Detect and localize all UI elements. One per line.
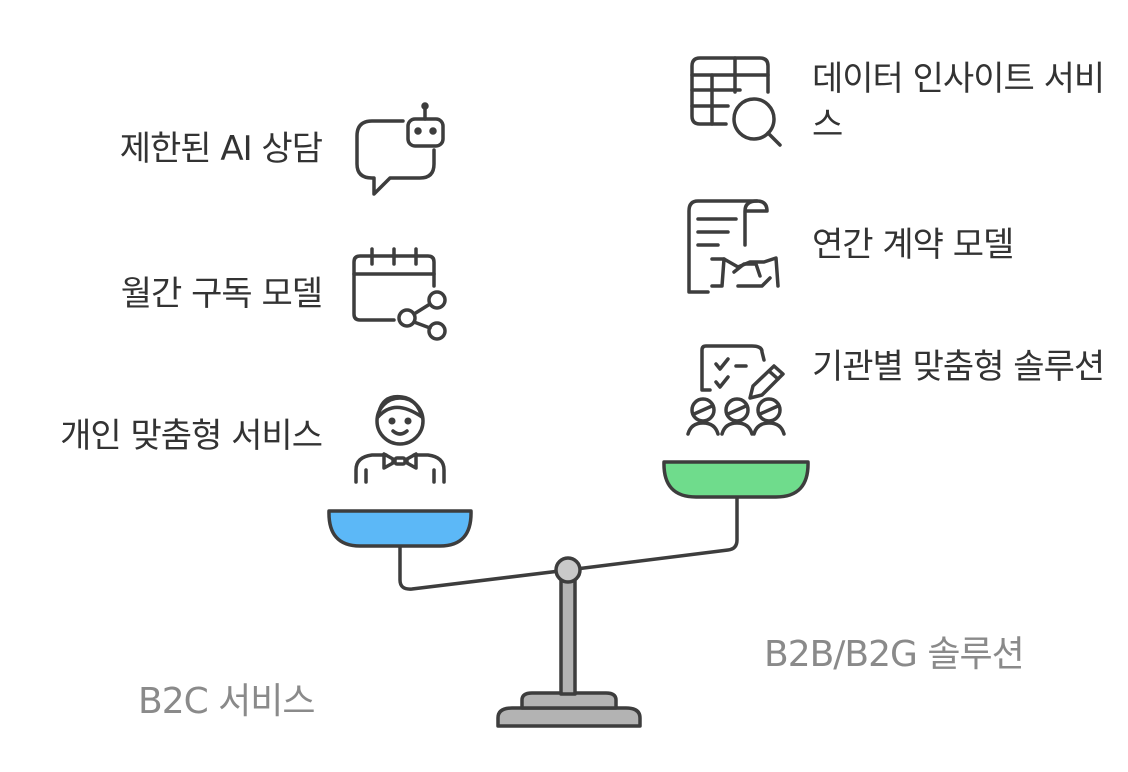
scale-pivot xyxy=(554,556,582,584)
caption-b2c: B2C 서비스 xyxy=(138,681,316,722)
caption-b2b-b2g: B2B/B2G 솔루션 xyxy=(764,634,1025,675)
scale-post xyxy=(559,570,577,696)
scale-base xyxy=(496,706,642,728)
label-personal-custom-service: 개인 맞춤형 서비스 xyxy=(60,416,323,456)
label-annual-contract: 연간 계약 모델 xyxy=(812,225,1014,265)
label-monthly-subscription: 월간 구독 모델 xyxy=(120,274,323,314)
label-data-insight-service: 데이터 인사이트 서비스 xyxy=(812,59,1105,145)
left-pan xyxy=(327,509,473,548)
robot-chat-icon xyxy=(355,102,445,196)
scale-base-step xyxy=(520,691,618,710)
balance-scale xyxy=(327,460,810,728)
contract-handshake-icon xyxy=(687,199,780,294)
label-institution-custom-solution: 기관별 맞춤형 솔루션 xyxy=(812,347,1105,387)
table-search-icon xyxy=(690,56,782,147)
waiter-person-icon xyxy=(354,394,446,484)
calendar-share-icon xyxy=(352,247,447,341)
right-pan xyxy=(662,460,810,499)
label-limited-ai-consult: 제한된 AI 상담 xyxy=(119,129,323,169)
checklist-team-icon xyxy=(686,344,786,436)
